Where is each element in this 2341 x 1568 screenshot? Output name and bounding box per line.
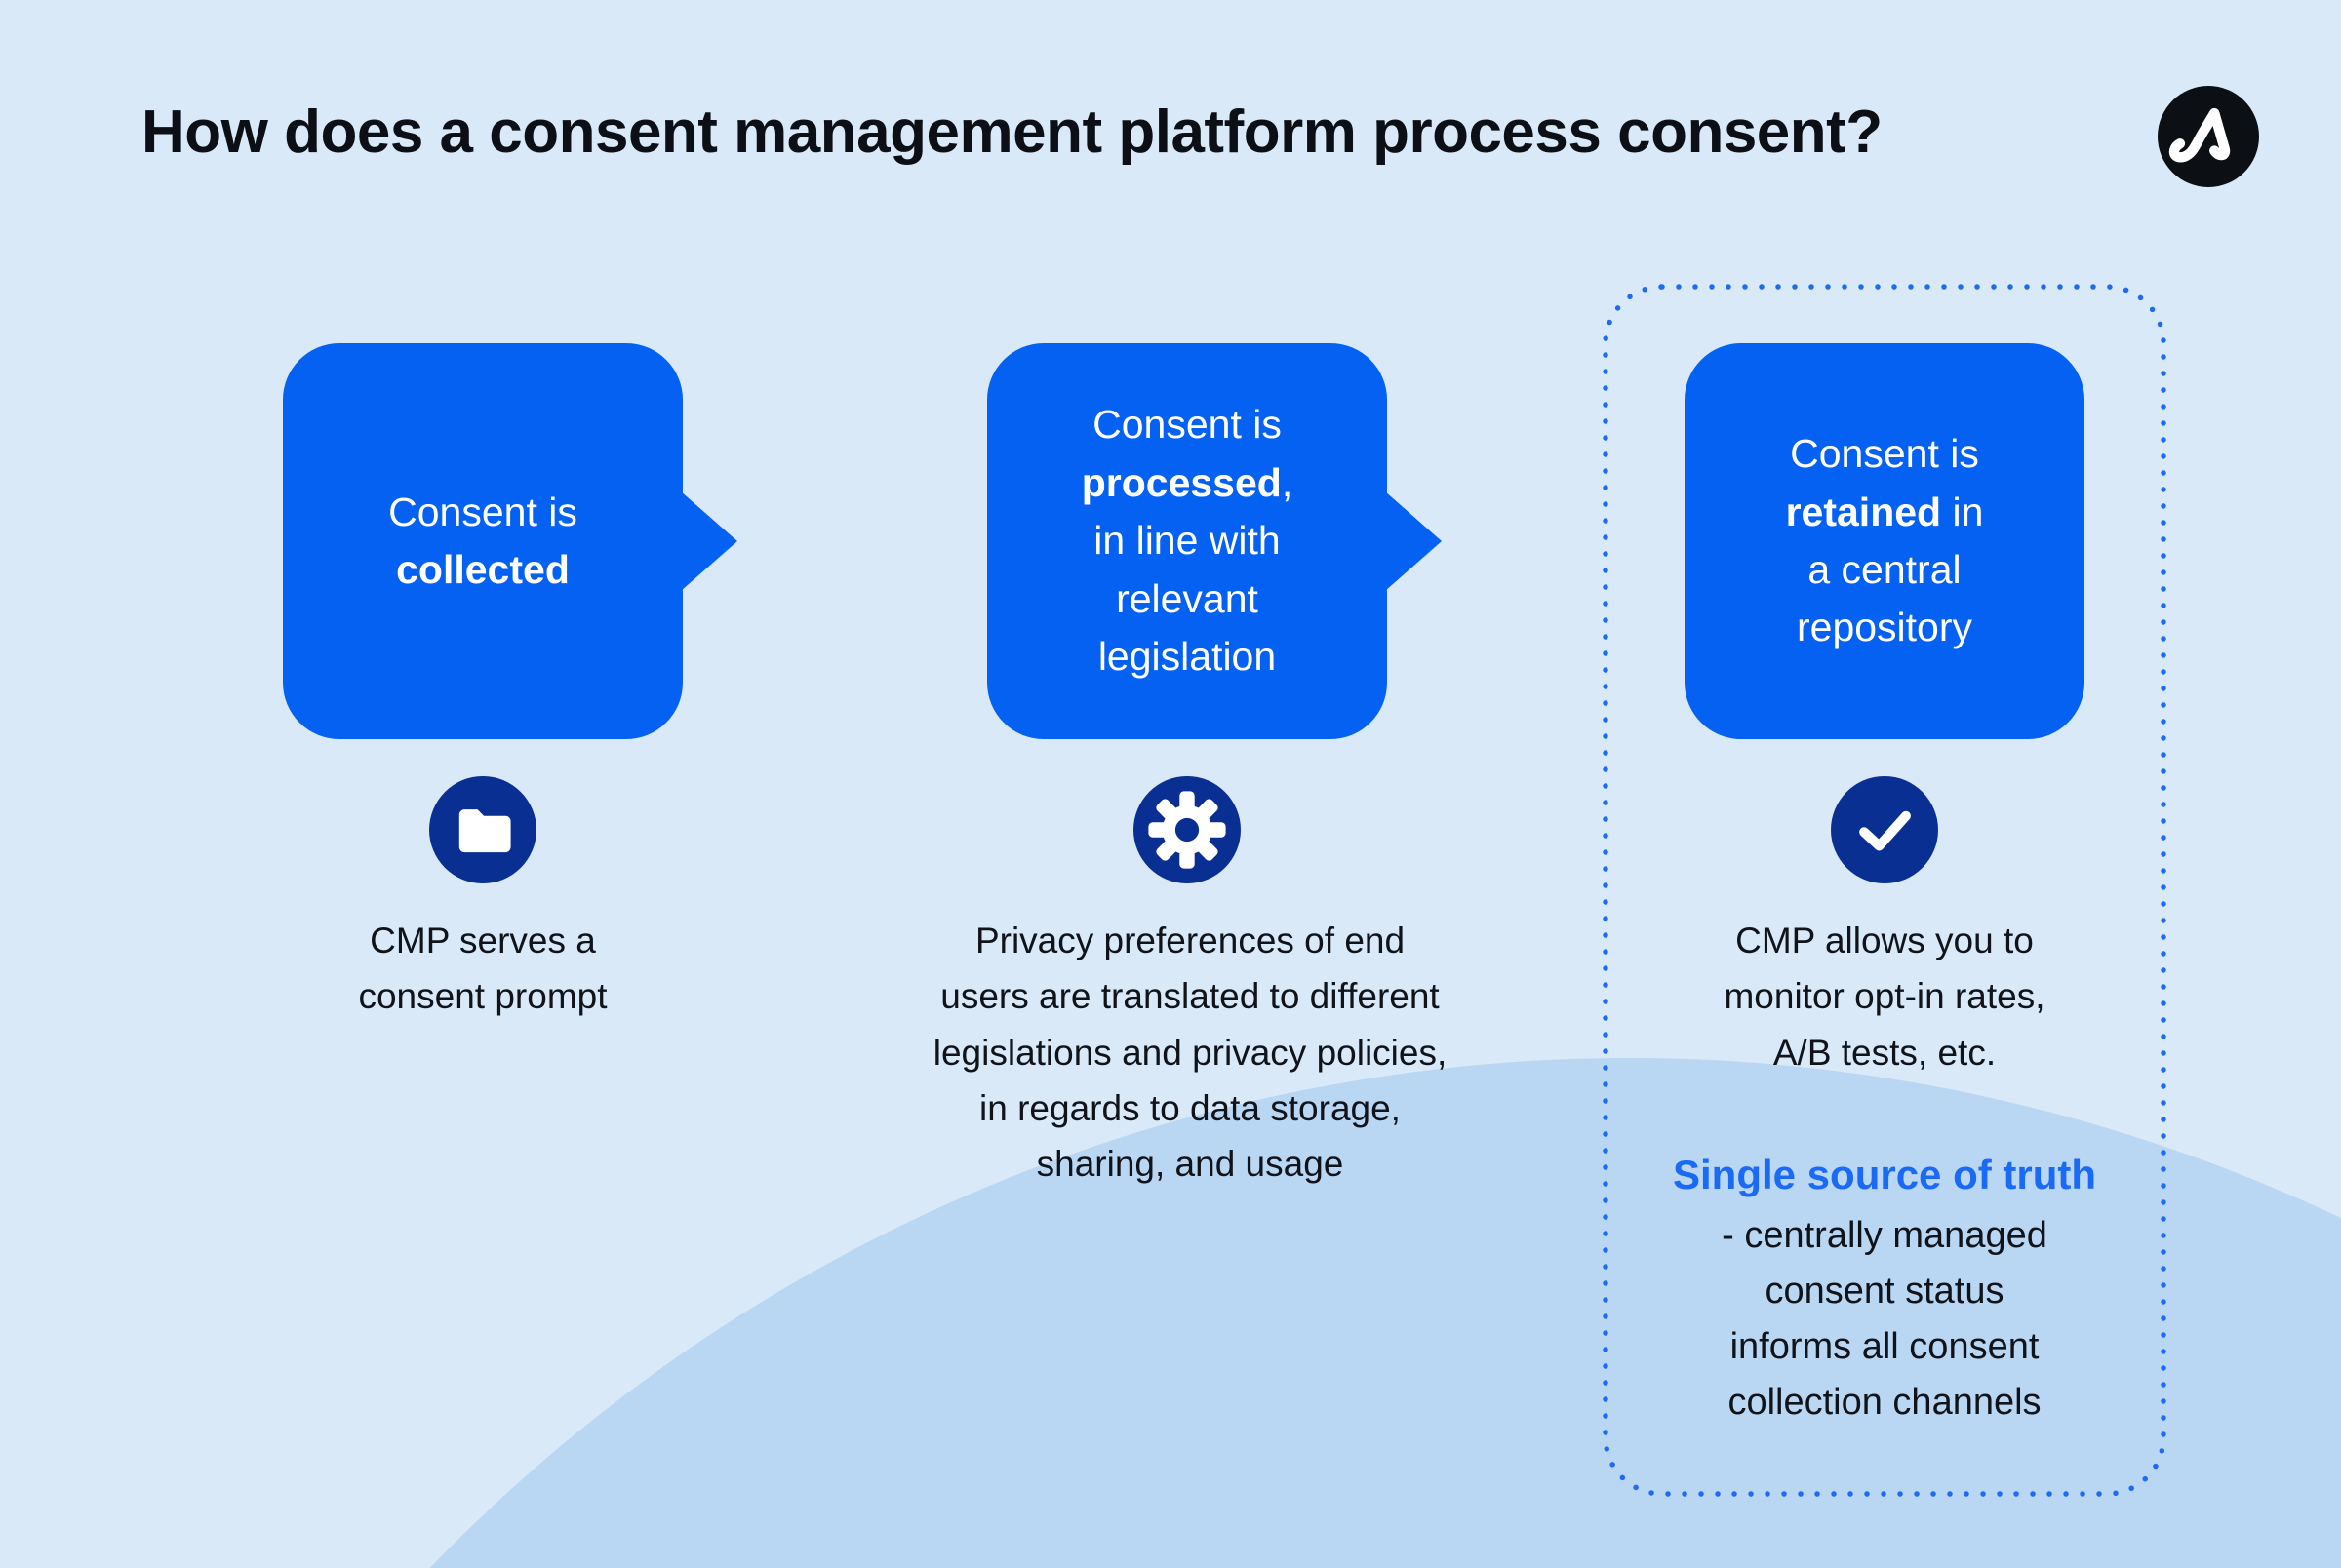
- bubble-collected-text: Consent is collected: [388, 489, 577, 592]
- single-source-container: Consent is retained in a central reposit…: [1602, 283, 2167, 1498]
- speech-bubble-processed: Consent is processed, in line with relev…: [987, 343, 1442, 739]
- single-source-note: Single source of truth - centrally manag…: [1655, 1149, 2114, 1431]
- folder-badge: [429, 776, 536, 883]
- caption-collected: CMP serves a consent prompt: [358, 921, 608, 1017]
- dotted-border: [1603, 284, 2166, 1497]
- bubble-processed-text: Consent is processed, in line with relev…: [1081, 402, 1293, 680]
- speech-bubble-retained: Consent is retained in a central reposit…: [1685, 343, 2084, 739]
- check-badge: [1831, 776, 1938, 883]
- caption-processed: Privacy preferences of end users are tra…: [932, 921, 1448, 1185]
- adform-logo-icon: [2158, 86, 2259, 187]
- gear-icon: [1133, 776, 1241, 883]
- caption-retained: CMP allows you to monitor opt-in rates, …: [1724, 921, 2045, 1073]
- speech-bubble-collected: Consent is collected: [283, 343, 737, 739]
- folder-icon: [429, 776, 536, 883]
- arrow-right-icon: [681, 491, 737, 591]
- single-source-body: - centrally managed consent status infor…: [1722, 1214, 2047, 1423]
- check-icon: [1831, 776, 1938, 883]
- bubble-retained-text: Consent is retained in a central reposit…: [1785, 431, 1984, 650]
- page-title: How does a consent management platform p…: [141, 98, 1883, 166]
- arrow-right-icon: [1385, 491, 1442, 591]
- single-source-heading: Single source of truth: [1672, 1152, 2097, 1197]
- gear-badge: [1133, 776, 1241, 883]
